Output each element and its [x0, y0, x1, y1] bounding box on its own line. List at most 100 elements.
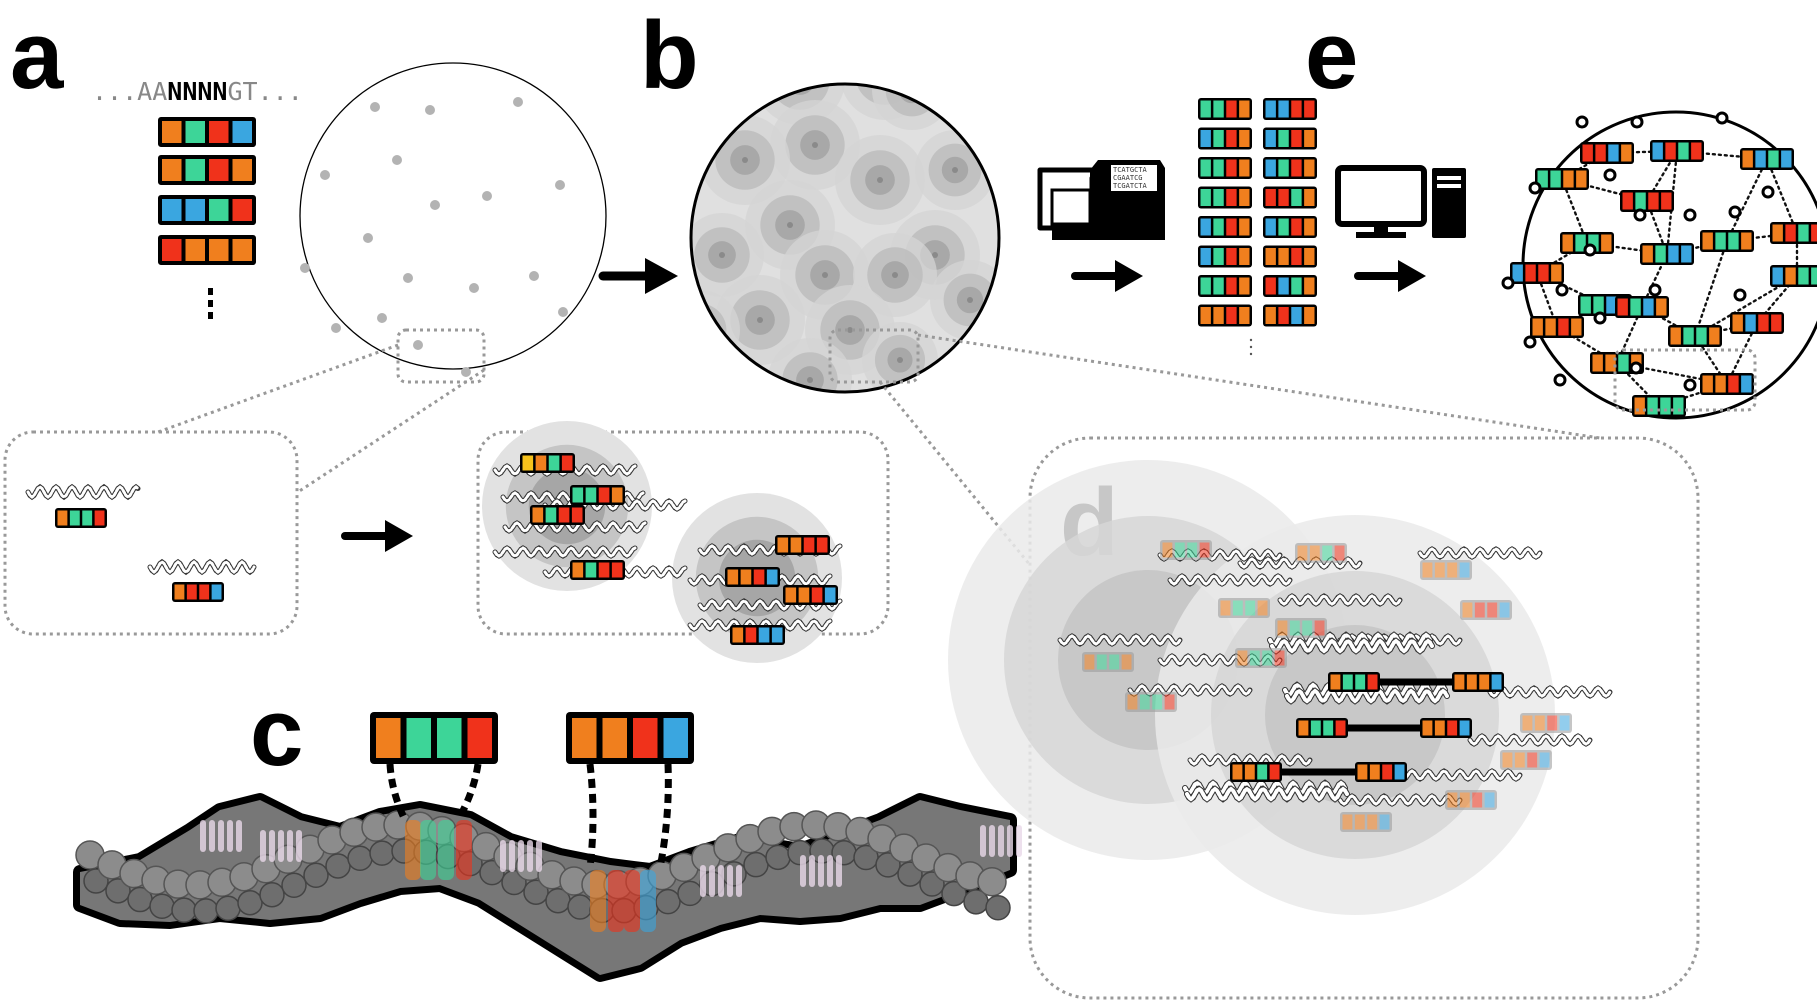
barcode [730, 625, 785, 645]
reads-ellipsis [1249, 338, 1253, 356]
barcode [783, 585, 838, 605]
barcode [158, 117, 256, 147]
dna-strand [502, 520, 648, 534]
barcode [1263, 245, 1317, 268]
barcode [1520, 713, 1572, 733]
amplified-cluster-zoom [482, 421, 843, 663]
barcode [1263, 127, 1317, 150]
sequencer-screen-line1: TCATGCTA [1113, 166, 1148, 174]
barcode [530, 505, 585, 525]
flowcell-circle-b [689, 82, 1001, 394]
barcode [1620, 190, 1674, 212]
proximity-network [1501, 111, 1817, 417]
sequencer-icon: TCATGCTA CGAATCG TCGATCTA [1037, 160, 1165, 240]
dna-strand [1467, 733, 1593, 747]
barcode [1580, 142, 1634, 164]
dna-strand [1397, 768, 1523, 782]
barcode [1700, 230, 1754, 252]
barcode [1263, 98, 1317, 120]
barcode [1510, 262, 1564, 284]
barcode [520, 453, 575, 473]
dna-strand [1187, 753, 1313, 767]
barcode [566, 712, 694, 764]
barcode [1275, 618, 1327, 638]
barcode [1082, 652, 1134, 672]
barcode [1560, 232, 1614, 254]
barcode [725, 567, 780, 587]
panel-label-b: b [640, 2, 699, 109]
barcode [1198, 157, 1252, 179]
barcode [158, 195, 256, 225]
barcode [1770, 222, 1817, 244]
zoom-line-a1 [157, 343, 399, 434]
monitor-icon [1335, 165, 1427, 238]
barcode [1445, 790, 1497, 810]
barcode [1420, 718, 1472, 738]
barcode [1328, 672, 1380, 692]
zoom-line-b1 [917, 333, 1601, 440]
arrow-icon [1354, 260, 1426, 292]
barcode [1198, 245, 1252, 268]
barcode [1650, 140, 1704, 162]
barcode [1340, 812, 1392, 832]
barcode [1535, 168, 1589, 190]
computer-tower-icon [1432, 168, 1466, 238]
barcode [1420, 560, 1472, 580]
barcode [1198, 216, 1252, 238]
barcode [1615, 296, 1669, 318]
seeded-strands [25, 483, 257, 602]
flowcell-circle-a [299, 62, 607, 370]
panel-label-e: e [1305, 2, 1358, 109]
seeded-molecules [300, 97, 568, 377]
dna-helix-icon [73, 712, 1022, 982]
dna-strand [147, 558, 257, 576]
barcode [1198, 304, 1252, 327]
barcode [1263, 216, 1317, 238]
sequencer-screen-line2: CGAATCG [1113, 174, 1143, 182]
dna-strand [1277, 593, 1403, 607]
barcode [1632, 395, 1686, 417]
barcode [1263, 304, 1317, 327]
barcode [1125, 692, 1177, 712]
barcode [1230, 762, 1282, 782]
barcode [158, 155, 256, 185]
barcode-library-stack [158, 117, 256, 265]
barcode [1198, 186, 1252, 209]
dna-strand [492, 545, 638, 559]
barcode [1640, 243, 1694, 265]
barcode [570, 485, 625, 505]
dna-strand [25, 483, 141, 501]
barcode [1668, 325, 1722, 347]
barcode [1770, 265, 1817, 287]
dna-strand [1184, 785, 1350, 803]
barcode [370, 712, 498, 764]
barcode [158, 235, 256, 265]
dna-strand [1167, 573, 1293, 587]
panel-label-c: c [250, 679, 303, 786]
arrow-icon [341, 520, 413, 552]
barcode [1235, 648, 1287, 668]
arrow-icon [598, 258, 678, 294]
zoom-box-e [1613, 348, 1757, 412]
barcode [1263, 157, 1317, 179]
barcode [1452, 672, 1504, 692]
sequenced-reads [1198, 98, 1317, 327]
dna-strand [1269, 637, 1435, 655]
dna-strand [1337, 793, 1463, 807]
zoom-panel-seeding [3, 430, 299, 636]
barcode [1198, 98, 1252, 120]
dna-strand [1487, 685, 1613, 699]
sequence-prefix: ...AA [92, 77, 167, 106]
dna-strand [1417, 546, 1543, 560]
barcode [1355, 762, 1407, 782]
barcode [55, 508, 107, 528]
barcode [1730, 312, 1784, 334]
barcode [775, 535, 830, 555]
barcode [1295, 543, 1347, 563]
ellipsis-dots [208, 288, 213, 319]
barcode [1530, 316, 1584, 338]
sequencer-screen-line3: TCGATCTA [1113, 182, 1148, 190]
overlapping-clusters [948, 460, 1613, 915]
barcode [1263, 275, 1317, 297]
